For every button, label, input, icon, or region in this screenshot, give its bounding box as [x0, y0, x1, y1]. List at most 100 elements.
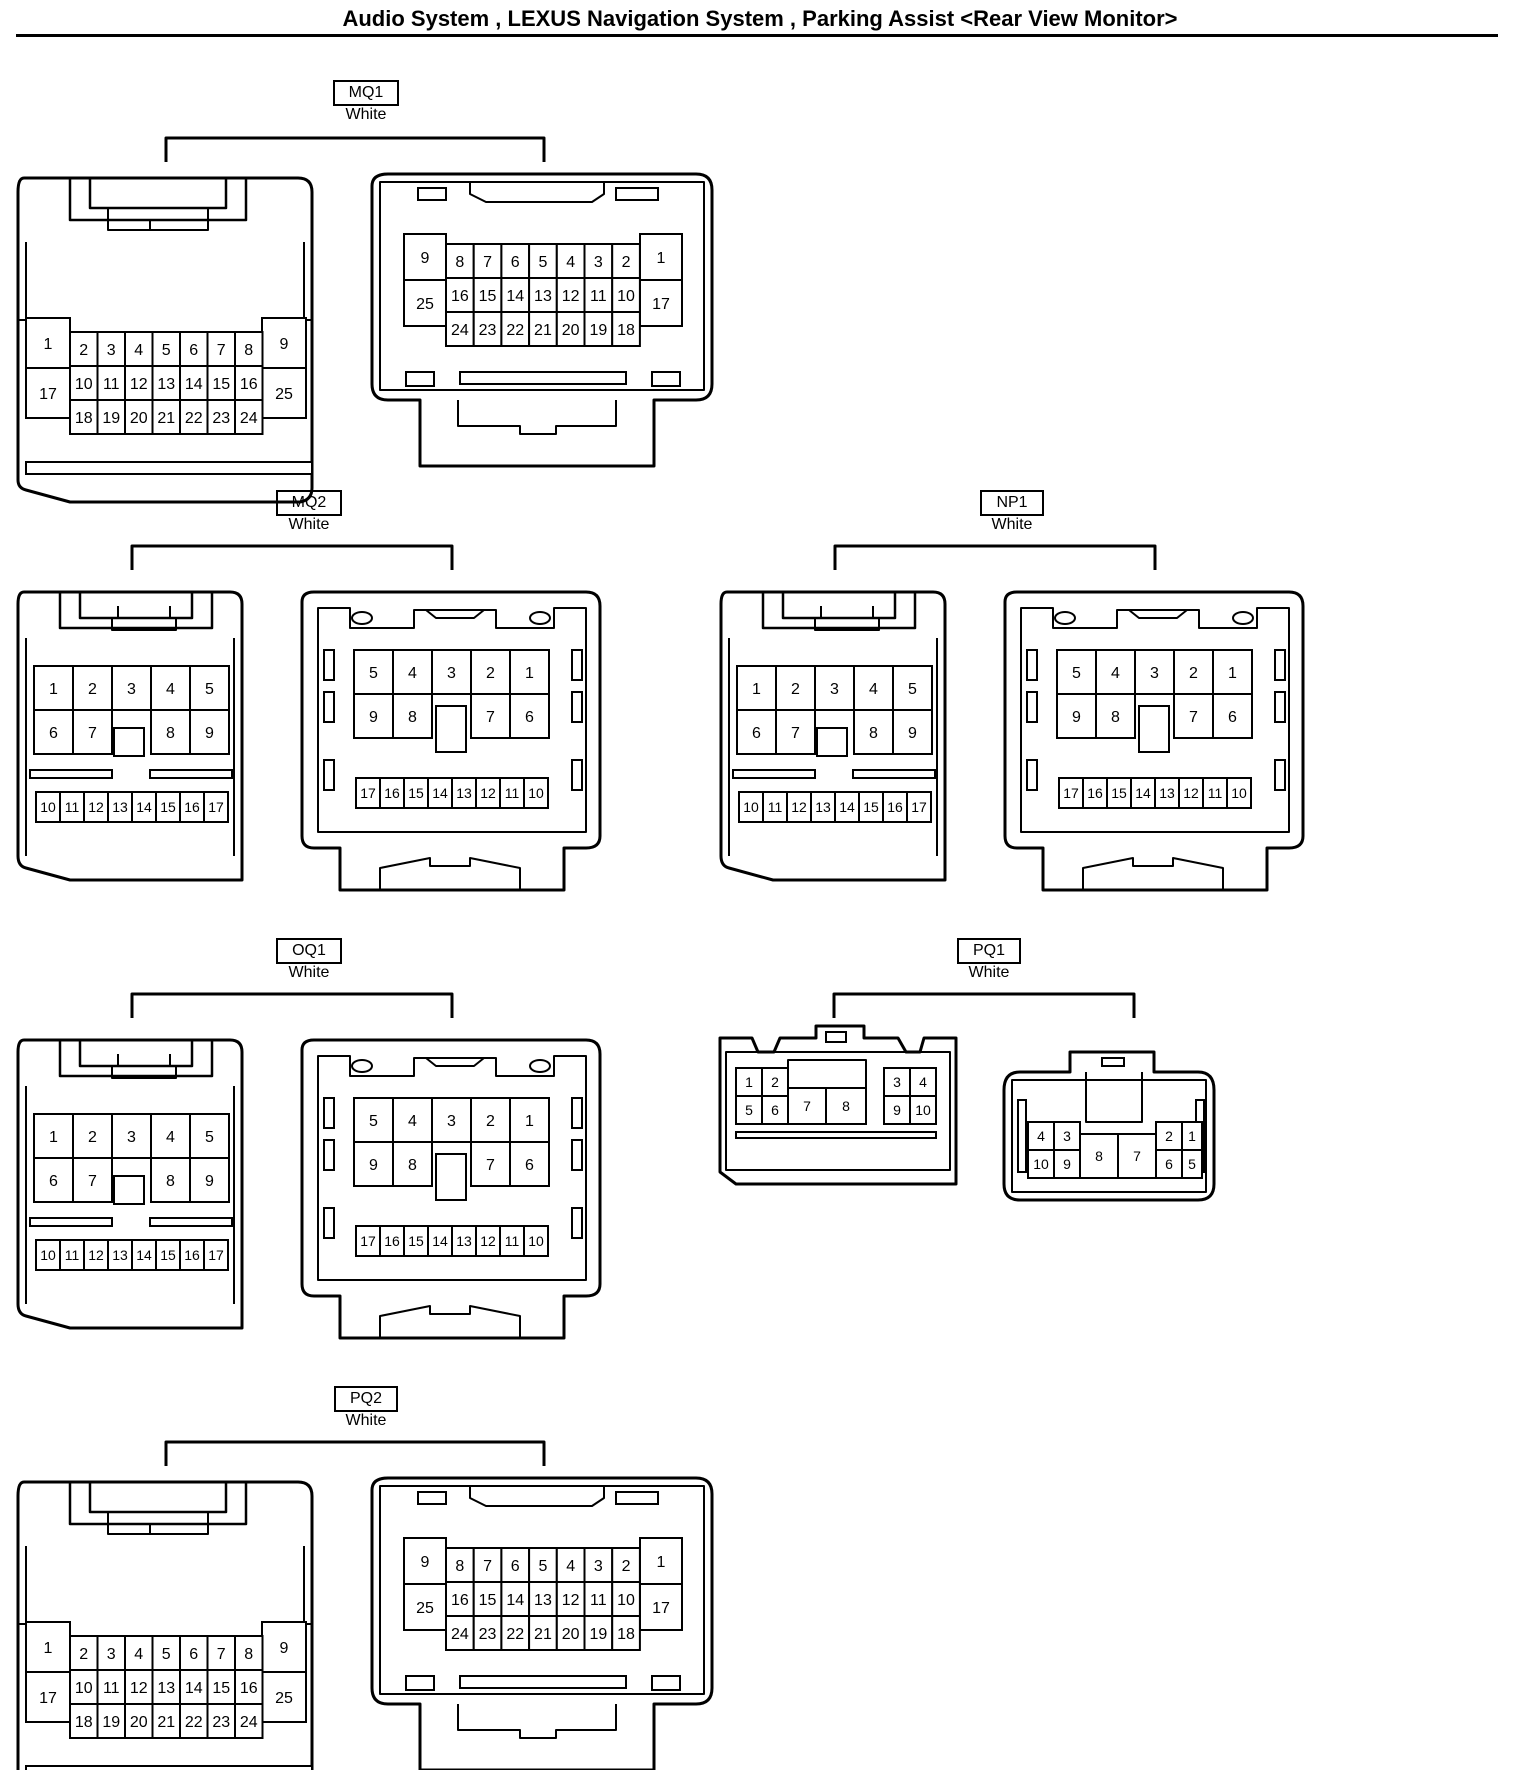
pin-number: 6	[525, 709, 534, 726]
pin-number: 10	[528, 785, 544, 801]
pin-number: 17	[39, 386, 57, 403]
pin-number: 16	[451, 1592, 469, 1609]
guide-hole	[529, 1059, 551, 1073]
pin-number: 4	[869, 681, 878, 698]
pin-cavity	[639, 279, 683, 327]
pin-cavity	[234, 1635, 264, 1671]
key-slot	[405, 371, 435, 387]
pin-cavity	[583, 311, 614, 347]
pin-number: 11	[505, 1233, 520, 1249]
latch-outline	[469, 1486, 605, 1507]
pin-cavity	[124, 399, 154, 435]
key-slot	[459, 371, 627, 385]
pin-cavity	[499, 777, 525, 809]
pin-number: 12	[88, 1247, 104, 1263]
pin-number: 5	[205, 1129, 214, 1146]
pin-cavity	[611, 1615, 641, 1651]
pin-cavity	[379, 1225, 405, 1257]
side-slot	[1026, 691, 1038, 723]
latch-outline	[58, 1040, 214, 1078]
pin-cavity	[234, 365, 264, 401]
connector-label: PQ1 White	[939, 938, 1039, 982]
side-slot	[571, 1097, 583, 1129]
pin-number: 12	[1183, 785, 1199, 801]
pin-cavity	[353, 693, 394, 739]
guide-hole	[351, 611, 373, 625]
connector-label: MQ1 White	[316, 80, 416, 124]
key-slot	[1138, 705, 1170, 753]
pin-number: 5	[908, 681, 917, 698]
pin-cavity	[834, 791, 860, 823]
connector-code: OQ1	[276, 938, 342, 964]
pin-number: 22	[185, 1714, 203, 1731]
pin-number: 2	[88, 1129, 97, 1146]
pin-number: 9	[205, 1173, 214, 1190]
pin-cavity	[1056, 693, 1097, 739]
pin-number: 8	[166, 1173, 175, 1190]
latch-outline	[469, 182, 605, 203]
pin-number: 5	[205, 681, 214, 698]
pin-number: 9	[421, 1554, 430, 1571]
pin-cavity	[445, 1581, 475, 1617]
pin-cavity	[445, 1615, 475, 1651]
pin-number: 12	[88, 799, 104, 815]
pin-cavity	[151, 1635, 181, 1671]
pin-number: 17	[39, 1690, 57, 1707]
connector-color: White	[288, 964, 330, 981]
pin-number: 8	[166, 725, 175, 742]
pin-cavity	[472, 277, 503, 313]
pin-number: 10	[75, 376, 93, 393]
pin-number: 7	[1133, 1148, 1141, 1164]
side-rib	[25, 1086, 235, 1304]
pin-number: 7	[1189, 709, 1198, 726]
latch-outline	[68, 178, 248, 222]
pin-number: 15	[408, 785, 424, 801]
pin-number: 15	[160, 1247, 176, 1263]
pin-number: 3	[830, 681, 839, 698]
pin-number: 9	[369, 709, 378, 726]
pin-number: 21	[534, 1626, 552, 1643]
divider-bar	[852, 769, 936, 779]
inner-outline	[317, 1055, 587, 1281]
pin-cavity	[96, 1669, 126, 1705]
pin-number: 14	[185, 376, 203, 393]
pin-number: 4	[1111, 665, 1120, 682]
pin-number: 7	[217, 342, 226, 359]
pin-number: 15	[479, 288, 497, 305]
pin-number: 16	[1087, 785, 1103, 801]
lock-outline	[1082, 857, 1224, 890]
lock-outline	[457, 1704, 617, 1739]
connector-color: White	[968, 964, 1010, 981]
pin-cavity	[1212, 693, 1253, 739]
pin-number: 14	[432, 785, 448, 801]
pin-number: 18	[617, 322, 635, 339]
pin-number: 23	[479, 1626, 497, 1643]
pin-number: 6	[189, 342, 198, 359]
pin-number: 3	[127, 1129, 136, 1146]
pin-number: 1	[44, 1640, 53, 1657]
bracket-line	[164, 136, 546, 162]
pin-cavity	[810, 791, 836, 823]
pin-number: 11	[103, 376, 120, 393]
side-slot	[1274, 759, 1286, 791]
side-rib	[25, 638, 235, 856]
latch-outline	[814, 606, 880, 631]
title-divider	[16, 34, 1498, 37]
pin-number: 20	[130, 1714, 148, 1731]
pin-number: 13	[112, 1247, 128, 1263]
pin-number: 14	[506, 1592, 524, 1609]
pin-number: 8	[244, 342, 253, 359]
pin-cavity	[33, 1157, 74, 1203]
latch-slot	[825, 1031, 847, 1043]
pin-number: 8	[408, 709, 417, 726]
latch-outline	[111, 606, 177, 631]
pin-number: 7	[791, 725, 800, 742]
lock-outline	[379, 1305, 521, 1338]
pin-number: 13	[534, 288, 552, 305]
inner-outline	[725, 1051, 951, 1171]
housing-outline	[1003, 590, 1305, 892]
pin-number: 25	[416, 1600, 434, 1617]
pin-number: 3	[594, 1558, 603, 1575]
pin-number: 22	[185, 410, 203, 427]
